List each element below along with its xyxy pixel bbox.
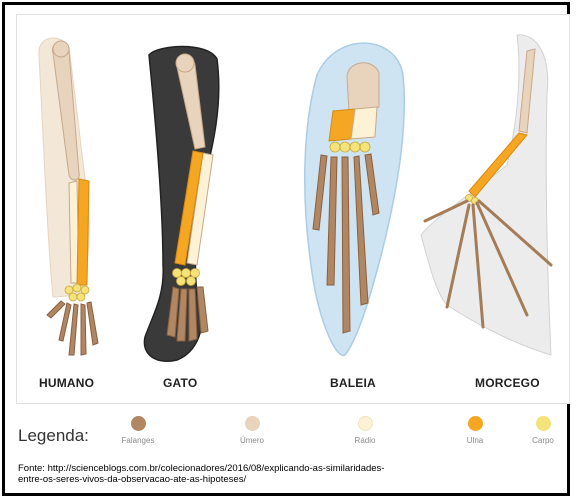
- source-line-2: entre-os-seres-vivos-da-observacao-ate-a…: [18, 474, 558, 485]
- source-citation: Fonte: http://scienceblogs.com.br/coleci…: [18, 463, 558, 485]
- cat-leg: [144, 47, 218, 362]
- legend-item-ulna: Ulna: [440, 416, 510, 445]
- bat-wing: [421, 35, 551, 355]
- radio-swatch: [358, 416, 373, 431]
- label-morcego: MORCEGO: [475, 376, 540, 390]
- legend-label: Úmero: [217, 436, 287, 445]
- falanges-swatch: [131, 416, 146, 431]
- source-line-1: Fonte: http://scienceblogs.com.br/coleci…: [18, 463, 558, 474]
- umero-swatch: [245, 416, 260, 431]
- legend-label: Ulna: [440, 436, 510, 445]
- carpo-swatch: [536, 416, 551, 431]
- legend-label: Rádio: [330, 436, 400, 445]
- whale-fin: [305, 43, 405, 355]
- comparison-panel: HUMANO GATO BALEIA MORCEGO: [16, 14, 570, 404]
- legend: Legenda: Falanges Úmero Rádio Ulna Carpo: [16, 410, 568, 460]
- legend-item-umero: Úmero: [217, 416, 287, 445]
- legend-item-carpo: Carpo: [508, 416, 576, 445]
- human-arm: [39, 38, 98, 355]
- legend-item-falanges: Falanges: [103, 416, 173, 445]
- label-baleia: BALEIA: [330, 376, 376, 390]
- label-gato: GATO: [163, 376, 197, 390]
- label-humano: HUMANO: [39, 376, 94, 390]
- legend-item-radio: Rádio: [330, 416, 400, 445]
- ulna-swatch: [468, 416, 483, 431]
- limbs-illustration: [17, 15, 569, 403]
- legend-label: Falanges: [103, 436, 173, 445]
- legend-label: Carpo: [508, 436, 576, 445]
- legend-title: Legenda:: [18, 426, 89, 446]
